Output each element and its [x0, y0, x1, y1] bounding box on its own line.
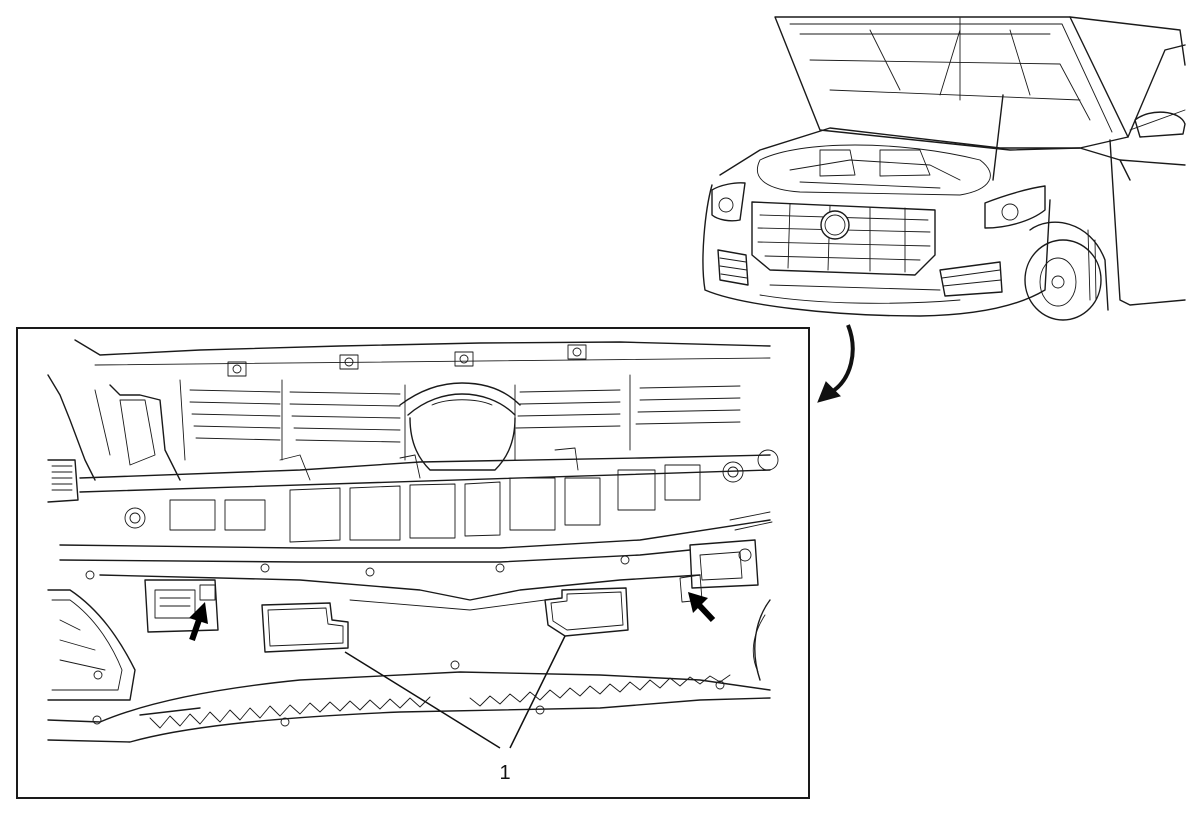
- callout-1-label: 1: [499, 762, 510, 784]
- absorber-pad-left: [261, 602, 349, 653]
- callout-1-leaders: [344, 635, 566, 749]
- retainer-indicator-arrows: [189, 592, 716, 641]
- left-retainer-arrow: [189, 602, 208, 641]
- front-fascia-detail-illustration: [47, 339, 779, 743]
- detail-pointer-arrow: [817, 324, 855, 403]
- absorber-pad-right: [544, 587, 629, 637]
- detail-view-frame: [16, 327, 810, 799]
- vehicle-overview-illustration: [702, 16, 1186, 321]
- right-retainer-arrow: [688, 592, 716, 623]
